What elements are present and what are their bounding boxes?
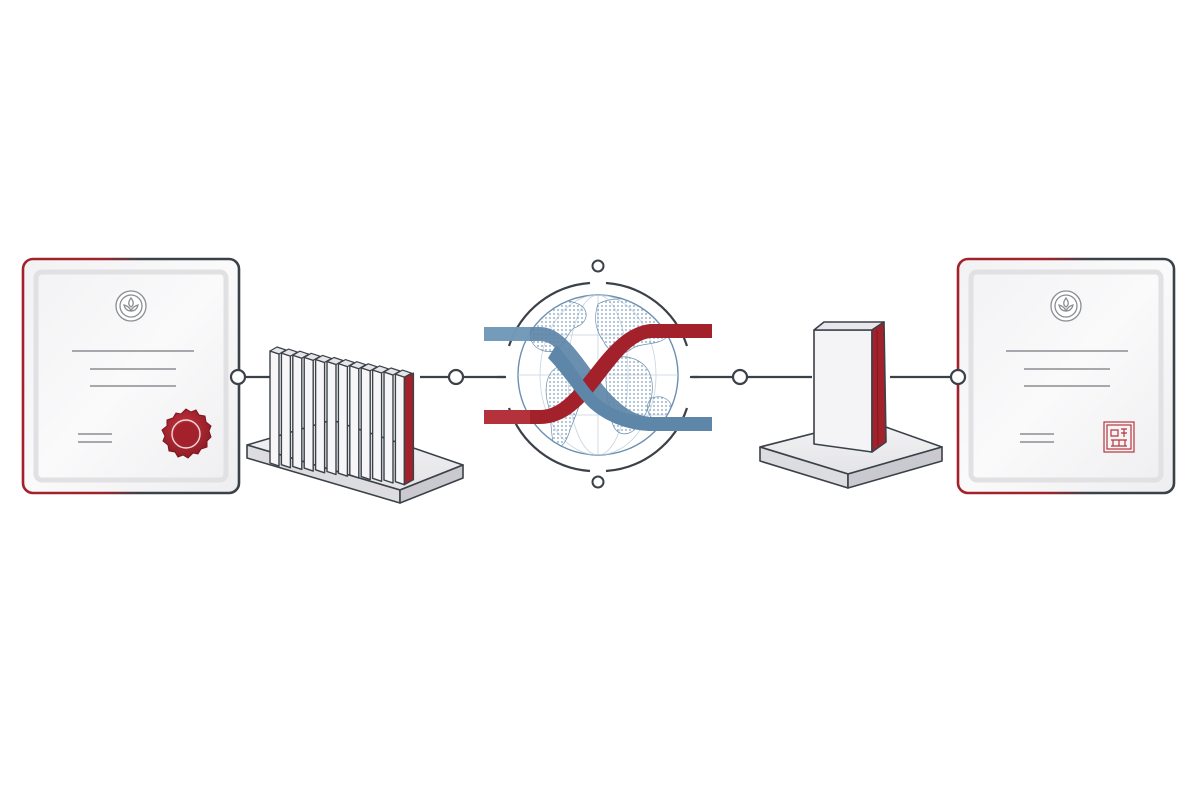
book-icon	[349, 361, 367, 479]
connector-node-2	[447, 368, 465, 386]
emblem-icon	[115, 290, 147, 322]
book-icon	[360, 363, 378, 481]
certificate-left	[21, 257, 247, 495]
connector-node-3	[731, 368, 749, 386]
connector-node-1	[229, 368, 247, 386]
ribbon-blue-front	[548, 345, 712, 431]
certificate-left-inner-border	[33, 269, 229, 483]
book-icon	[269, 346, 287, 467]
single-book-icon	[813, 321, 887, 453]
crossing-ribbons	[484, 324, 712, 431]
wax-seal-icon	[161, 408, 212, 459]
continents	[525, 298, 673, 449]
connector-node-4	[949, 368, 967, 386]
certificate-right-text-lines	[1006, 350, 1128, 443]
book-row	[269, 346, 415, 486]
square-stamp-icon	[1103, 421, 1135, 453]
book-icon	[314, 354, 333, 474]
single-volume	[759, 321, 943, 489]
certificate-right	[949, 257, 1176, 495]
certificate-right-inner-border	[968, 269, 1164, 483]
volumes-shelf	[246, 346, 464, 504]
book-icon	[326, 356, 344, 476]
orbit-node-top	[591, 259, 605, 273]
ribbon-red	[484, 324, 712, 424]
book-icon	[394, 369, 415, 486]
orbit-node-bottom	[591, 475, 605, 489]
globe-exchange	[484, 259, 712, 489]
certificate-left-text-lines	[72, 350, 194, 443]
emblem-icon	[1050, 290, 1082, 322]
